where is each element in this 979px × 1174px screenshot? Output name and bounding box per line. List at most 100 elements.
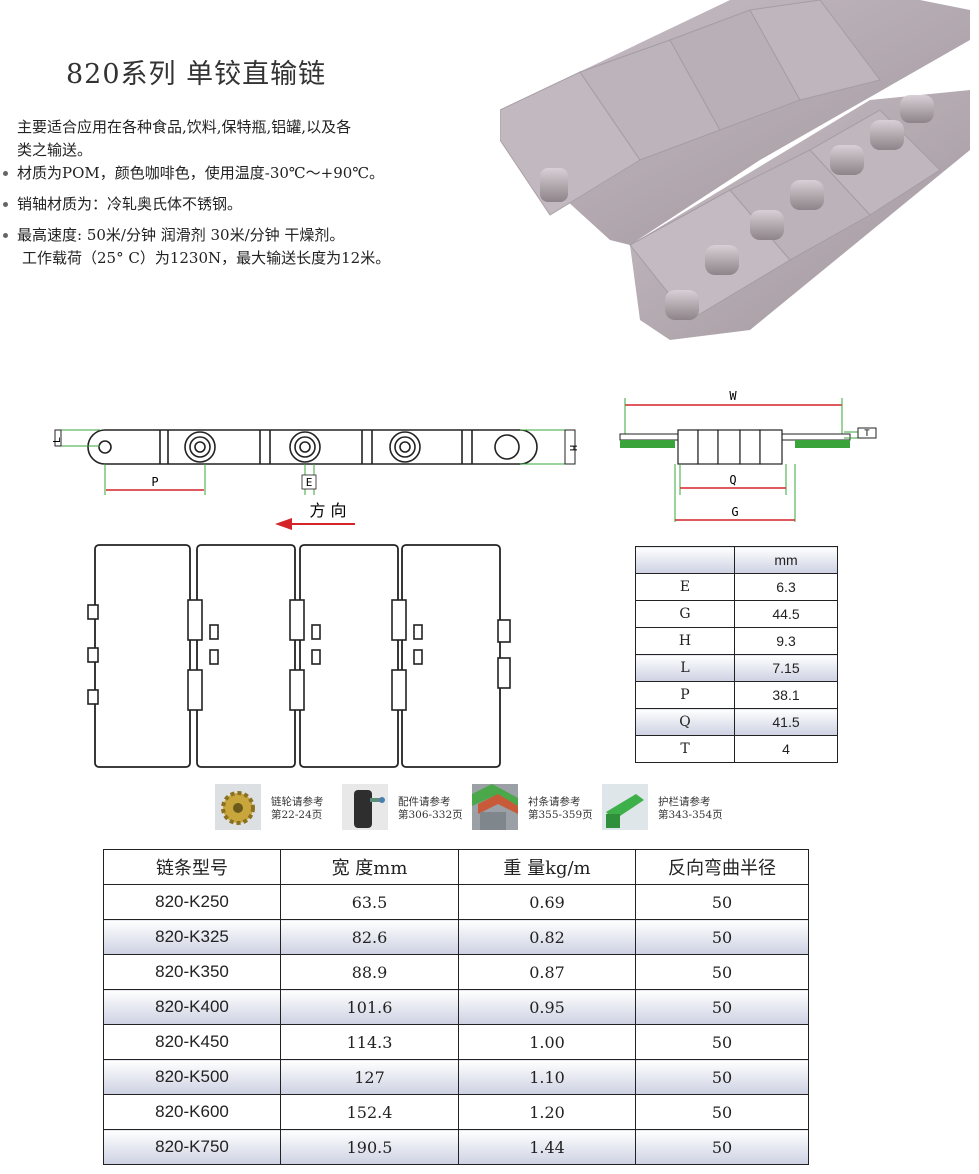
table-cell: 1.44 [458,1129,636,1165]
plan-view-diagram [87,544,511,768]
description: 主要适合应用在各种食品,饮料,保特瓶,铝罐,以及各 类之输送。 材质为POM，颜… [0,116,470,270]
table-cell: 0.95 [458,989,636,1025]
table-cell: 127 [280,1059,459,1095]
table-cell: 820-K250 [103,884,281,920]
table-cell: 9.3 [734,627,838,655]
table-cell: 820-K500 [103,1059,281,1095]
side-profile-diagram: L H P E 方 向 [52,429,578,530]
table-cell: 50 [635,989,809,1025]
table-cell: 820-K600 [103,1094,281,1130]
dims-unit-header: mm [734,546,838,574]
table-cell: 4 [734,735,838,763]
table-cell: P [635,681,735,709]
table-cell: 1.00 [458,1024,636,1060]
table-cell: 50 [635,1059,809,1095]
reference-links: 链轮请参考第22-24页 配件请参考第306-332页 衬条请参考第355-35… [215,784,755,834]
table-cell: 6.3 [734,573,838,601]
dim-label-q: Q [729,473,736,487]
dim-label-t: T [864,429,870,439]
table-cell: E [635,573,735,601]
dims-header-blank [635,546,735,574]
table-cell: 0.82 [458,919,636,955]
table-cell: 0.69 [458,884,636,920]
table-cell: 820-K750 [103,1129,281,1165]
col-header-weight: 重 量kg/m [458,849,636,885]
ref-sprocket[interactable]: 链轮请参考第22-24页 [215,784,324,834]
sprocket-icon [215,784,261,830]
table-cell: 50 [635,1129,809,1165]
col-header-model: 链条型号 [103,849,281,885]
direction-label: 方 向 [309,501,346,520]
table-cell: 114.3 [280,1024,459,1060]
table-cell: 50 [635,919,809,955]
dim-label-p: P [151,475,158,489]
table-cell: 0.87 [458,954,636,990]
table-cell: 44.5 [734,600,838,628]
desc-line: 材质为POM，颜色咖啡色，使用温度-30℃～+90℃。 [0,162,470,185]
dim-label-l: L [52,437,63,443]
table-cell: 50 [635,1094,809,1130]
ref-accessory[interactable]: 配件请参考第306-332页 [342,784,463,834]
dims-header-row: mm [635,546,838,574]
table-cell: 820-K325 [103,919,281,955]
ref-wear-strip[interactable]: 衬条请参考第355-359页 [472,784,593,834]
table-cell: 7.15 [734,654,838,682]
table-cell: 1.20 [458,1094,636,1130]
table-cell: 820-K350 [103,954,281,990]
chain-photo [500,0,970,340]
col-header-width: 宽 度mm [280,849,459,885]
dim-label-h: H [567,445,578,451]
table-cell: 820-K400 [103,989,281,1025]
ref-guide-rail[interactable]: 护栏请参考第343-354页 [602,784,723,834]
table-cell: Q [635,708,735,736]
table-cell: 101.6 [280,989,459,1025]
table-cell: 50 [635,954,809,990]
desc-line: 销轴材质为：冷轧奥氏体不锈钢。 [0,193,470,216]
table-cell: L [635,654,735,682]
table-cell: 50 [635,884,809,920]
col-header-radius: 反向弯曲半径 [635,849,809,885]
guide-rail-icon [602,784,648,830]
dim-label-w: W [729,389,737,403]
table-cell: H [635,627,735,655]
cross-section-diagram: W T Q G [619,389,877,522]
table-cell: 820-K450 [103,1024,281,1060]
table-cell: 41.5 [734,708,838,736]
desc-line: 工作载荷（25° C）为1230N，最大输送长度为12米。 [22,249,391,267]
wear-strip-icon [472,784,518,830]
page-title: 820系列 单铰直输链 [66,59,327,90]
bullet-icon [3,232,8,238]
direction-arrow-icon [275,518,292,530]
table-cell: G [635,600,735,628]
accessory-icon [342,784,388,830]
bullet-icon [3,170,8,176]
table-cell: 152.4 [280,1094,459,1130]
table-cell: 38.1 [734,681,838,709]
table-cell: 63.5 [280,884,459,920]
desc-line: 类之输送。 [17,141,93,159]
table-cell: T [635,735,735,763]
table-cell: 190.5 [280,1129,459,1165]
table-cell: 88.9 [280,954,459,990]
bullet-icon [3,201,8,207]
desc-line: 主要适合应用在各种食品,饮料,保特瓶,铝罐,以及各 [17,118,352,136]
spec-header-row: 链条型号 宽 度mm 重 量kg/m 反向弯曲半径 [103,849,809,885]
dim-label-g: G [731,505,738,519]
table-cell: 1.10 [458,1059,636,1095]
